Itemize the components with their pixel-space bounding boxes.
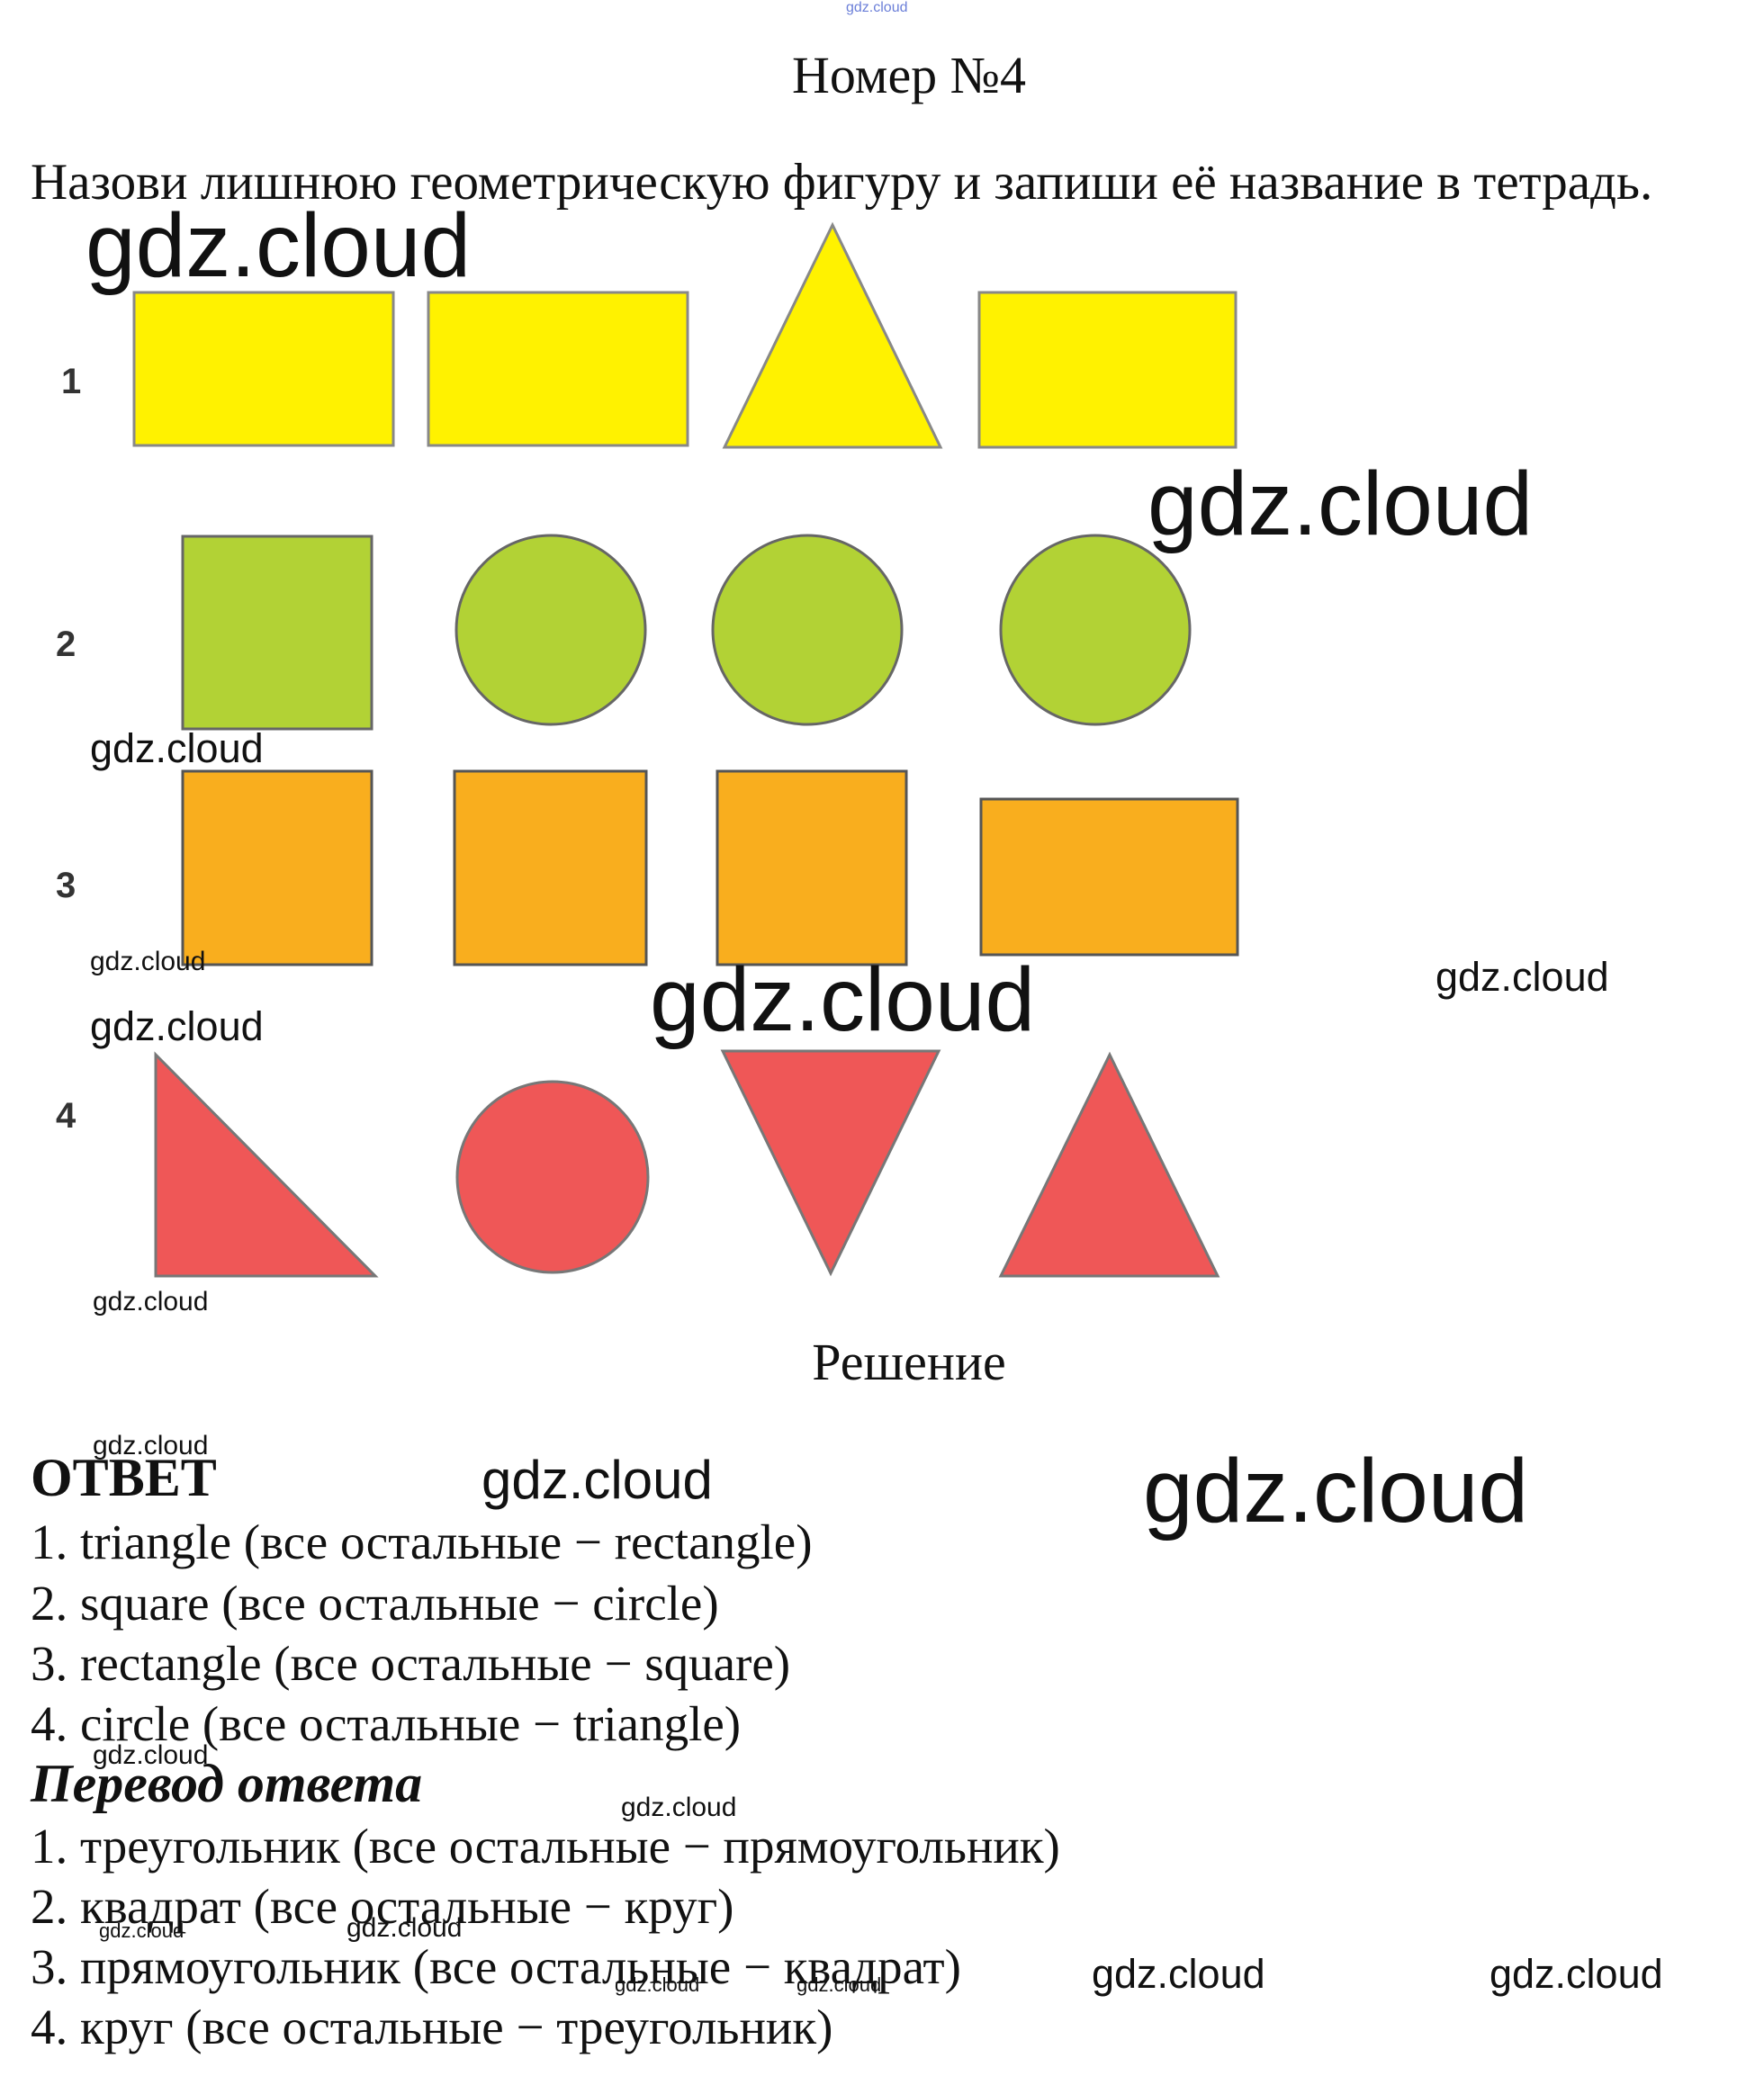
watermark: gdz.cloud [615,1973,700,1996]
row1-rectangle-2 [427,291,689,447]
row2-circle-1 [454,534,647,726]
answer-line-3: 3. rectangle (все остальные − square) [31,1636,791,1691]
row-number-4: 4 [56,1096,76,1136]
answer-heading: ОТВЕТ [31,1448,217,1507]
watermark: gdz.cloud [346,1913,463,1943]
answer-line-4: 4. circle (все остальные − triangle) [31,1696,742,1751]
row-number-2: 2 [56,625,76,664]
watermark: gdz.cloud [482,1450,713,1510]
row-number-1: 1 [61,362,82,401]
figure-row-2 [181,534,1192,731]
watermark: gdz.cloud [93,1287,209,1317]
watermark: gdz.cloud [796,1973,882,1996]
figure-row-1 [132,221,1238,449]
translation-line-1: 1. треугольник (все остальные − прямоуго… [31,1819,1060,1874]
watermark: gdz.cloud [90,947,206,976]
watermark: gdz.cloud [1490,1951,1663,1997]
answer-line-2: 2. square (все остальные − circle) [31,1576,719,1631]
row1-rectangle-3 [977,291,1238,449]
row3-square-1 [181,769,374,966]
watermark: gdz.cloud [650,949,1036,1050]
row1-rectangle-1 [132,291,395,447]
row3-rectangle [979,797,1239,957]
translation-heading: Перевод ответа [31,1754,423,1813]
row2-circle-3 [999,534,1192,726]
watermark: gdz.cloud [86,195,472,296]
watermark: gdz.cloud [621,1793,737,1822]
watermark: gdz.cloud [1092,1951,1265,1997]
answer-line-1: 1. triangle (все остальные − rectangle) [31,1514,813,1569]
row4-inverted-triangle [720,1049,941,1277]
row3-square-3 [716,769,908,966]
watermark: gdz.cloud [846,0,908,15]
row4-circle [455,1080,650,1274]
page-title: Номер №4 [791,46,1027,104]
row4-triangle [998,1051,1220,1278]
row-number-3: 3 [56,866,76,905]
row2-square [181,535,374,731]
watermark: gdz.cloud [1148,454,1534,554]
watermark: gdz.cloud [90,725,264,771]
watermark: gdz.cloud [93,1740,209,1770]
translation-line-4: 4. круг (все остальные − треугольник) [31,2000,833,2054]
task-text: Назови лишнюю геометрическую фигуру и за… [31,154,1653,211]
row2-circle-2 [711,534,904,726]
figure-row-3 [181,769,1239,966]
row4-right-triangle [154,1051,379,1278]
solution-title: Решение [812,1333,1006,1391]
row1-triangle [722,221,943,449]
translation-line-2: 2. квадрат (все остальные − круг) [31,1879,734,1934]
translation-line-3: 3. прямоугольник (все остальные − квадра… [31,1939,961,1994]
watermark: gdz.cloud [1436,954,1609,1000]
watermark: gdz.cloud [93,1431,209,1460]
row3-square-2 [453,769,648,966]
watermark: gdz.cloud [1143,1441,1529,1541]
watermark: gdz.cloud [90,1003,264,1049]
figure-row-4 [154,1049,1220,1278]
watermark: gdz.cloud [99,1919,184,1942]
